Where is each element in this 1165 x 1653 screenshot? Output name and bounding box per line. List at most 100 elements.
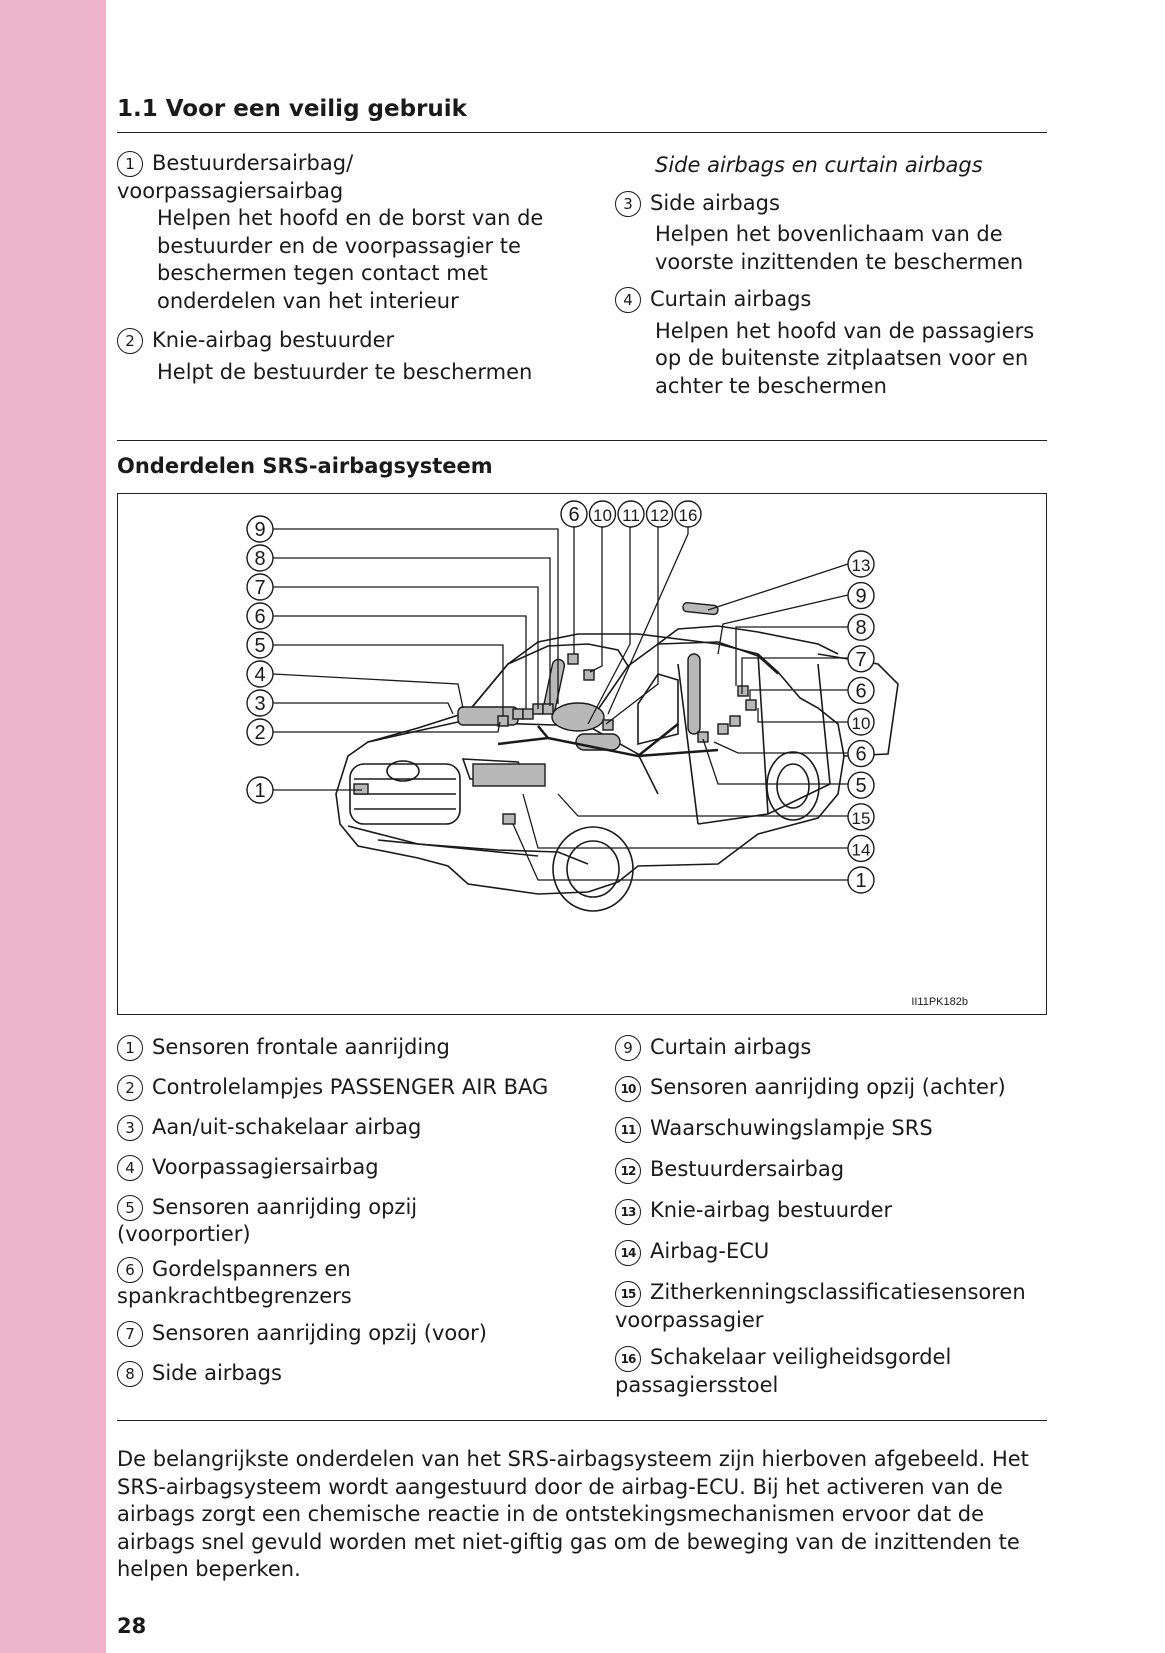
callout-label: 12 [650,506,669,525]
legend-number: 15 [615,1281,641,1307]
callout-circle [847,771,875,799]
item-description: Helpen het hoofd en de borst van de best… [157,206,544,313]
legend-number: 16 [615,1346,641,1372]
legend-text: Sensoren aanrijding opzij (voor) [152,1321,487,1345]
legend-text: Voorpassagiersairbag [152,1155,379,1179]
callout-label: 7 [254,577,265,599]
callout-circle [246,515,274,543]
callout-label: 8 [254,548,265,570]
legend-text: Gordelspanners en spankrachtbegrenzers [117,1257,352,1308]
callout-circle [246,573,274,601]
callout-label: 16 [679,506,698,525]
legend-number: 4 [117,1155,143,1181]
callout-circle [847,613,875,641]
callout-circle [847,834,875,863]
figure-callout: 15 [847,803,875,831]
legend-number: 5 [117,1195,143,1221]
callout-circle [617,500,645,528]
subtitle: Side airbags en curtain airbags [655,153,983,177]
legend-right: 9 Curtain airbags 10 Sensoren aanrijding o… [615,1034,1047,1399]
callout-label: 1 [855,870,866,892]
figure-callout: 10 [847,708,875,736]
callout-circle [246,689,274,717]
callout-circle [847,803,875,831]
legend-number: 8 [117,1361,143,1387]
legend-item: 10 Sensoren aanrijding opzij (achter) [615,1074,1047,1102]
figure-callout: 2 [246,718,274,746]
legend-text: Curtain airbags [650,1035,812,1059]
callout-label: 8 [855,617,866,639]
callout-label: 5 [855,775,866,797]
legend-number: 11 [615,1117,641,1143]
figure-callout: 6 [560,500,588,528]
callout-circle [246,602,274,630]
callout-label: 6 [254,606,265,628]
airbag-components [353,601,757,825]
legend-rule [117,1420,1047,1421]
legend-number: 14 [615,1240,641,1266]
callout-circle [645,500,674,528]
figure-callout: 6 [847,739,875,768]
wiring-harness [497,723,719,758]
figure-callout: 13 [847,550,875,578]
legend-number: 1 [117,1035,143,1061]
callout-label: 2 [254,722,265,744]
callout-circle [847,866,875,894]
legend-item: 8 Side airbags [117,1360,577,1387]
chapter-tab [0,0,106,1653]
callout-circle [847,581,875,610]
callout-label: 11 [622,506,640,525]
legend-number: 9 [615,1035,641,1061]
callout-number: 3 [615,190,641,217]
legend-number: 10 [615,1076,641,1102]
legend-text: Sensoren aanrijding opzij (voorportier) [117,1195,418,1246]
item-description: Helpt de bestuurder te beschermen [157,359,533,384]
callout-label: 3 [254,693,265,715]
callout-circle [847,550,875,578]
legend-text: Bestuurdersairbag [650,1157,845,1181]
callout-label: 6 [855,680,866,702]
callout-label: 14 [852,840,871,859]
figure-callout: 9 [847,581,875,610]
callout-label: 10 [593,506,612,525]
legend-number: 3 [117,1115,143,1141]
callout-circle [246,718,274,746]
legend-text: Schakelaar veiligheidsgordel passagierss… [615,1345,952,1397]
callout-number: 4 [615,287,641,313]
figure-callout: 7 [246,573,274,601]
legend-text: Aan/uit-schakelaar airbag [152,1115,422,1139]
legend-text: Knie-airbag bestuurder [650,1198,893,1222]
callout-circle [588,500,617,528]
description-paragraph: De belangrijkste onderdelen van het SRS-… [117,1447,1029,1581]
legend-item: 3 Aan/uit-schakelaar airbag [117,1114,577,1141]
figure-callout: 5 [847,771,875,799]
legend-text: Side airbags [152,1361,282,1385]
callout-label: 6 [568,504,579,526]
legend-text: Waarschuwingslampje SRS [650,1116,933,1140]
callout-label: 4 [254,664,265,686]
callout-circle [246,544,274,572]
components-heading: Onderdelen SRS-airbagsysteem [117,454,493,478]
figure-callout: 8 [246,544,274,572]
leader-lines [272,514,849,881]
callout-circle [674,500,702,528]
legend-text: Sensoren aanrijding opzij (achter) [650,1075,1006,1099]
section-title: 1.1 Voor een veilig gebruik [117,96,467,122]
legend-item: 11 Waarschuwingslampje SRS [615,1115,1047,1143]
callout-circle [847,739,875,768]
callout-label: 7 [855,649,866,671]
callout-label: 5 [254,635,265,657]
callout-label: 15 [852,809,871,828]
